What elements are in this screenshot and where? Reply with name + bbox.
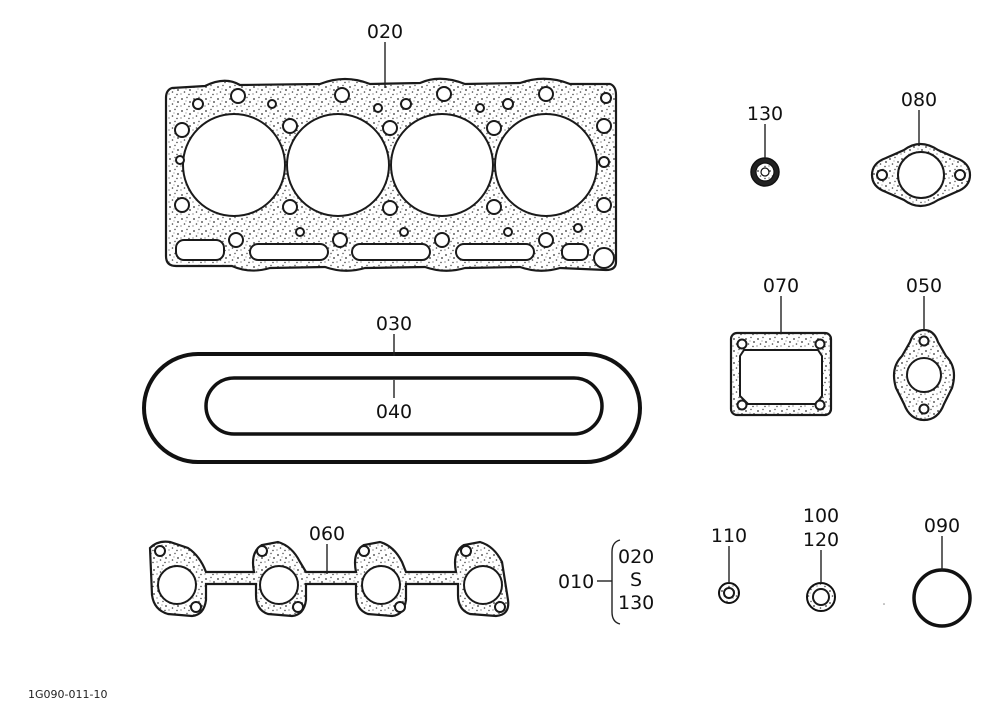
kit-number: 010	[558, 571, 594, 593]
o-ring-090	[912, 568, 972, 628]
label-060: 060	[309, 523, 345, 545]
label-090: 090	[924, 515, 960, 537]
label-120: 120	[803, 529, 839, 551]
label-070: 070	[763, 275, 799, 297]
oval-gasket-040	[204, 376, 604, 436]
oval-gasket-030	[142, 352, 642, 464]
kit-range-end: 130	[618, 592, 654, 614]
washer-100-120	[806, 582, 836, 612]
flange-gasket-080	[870, 142, 972, 208]
kit-bracket: 010 020 S 130	[558, 539, 654, 625]
label-030: 030	[376, 313, 412, 335]
washer-110	[718, 582, 740, 604]
manifold-gasket	[148, 540, 510, 618]
label-130: 130	[747, 103, 783, 125]
kit-range-separator: S	[630, 569, 642, 591]
cylinder-head-gasket	[164, 77, 618, 272]
label-040: 040	[376, 401, 412, 423]
label-110: 110	[711, 525, 747, 547]
flange-gasket-050	[892, 328, 956, 422]
kit-range-start: 020	[618, 546, 654, 568]
figure-code: 1G090-011-10	[28, 688, 107, 701]
label-080: 080	[901, 89, 937, 111]
oil-seal-130	[750, 157, 780, 187]
label-100: 100	[803, 505, 839, 527]
label-020: 020	[367, 21, 403, 43]
square-gasket-070	[729, 331, 833, 417]
label-050: 050	[906, 275, 942, 297]
